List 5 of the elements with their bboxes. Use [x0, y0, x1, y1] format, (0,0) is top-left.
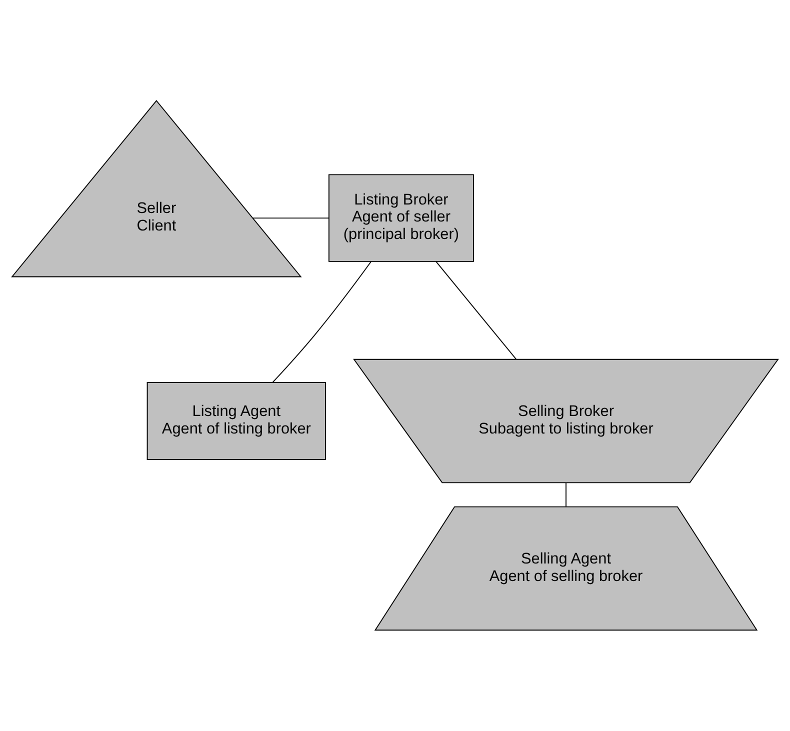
connector — [252, 218, 330, 219]
node-box: Listing Broker Agent of seller (principal broker) — [328, 174, 474, 262]
node-box: Listing Agent Agent of listing broker — [146, 382, 326, 460]
connector — [272, 261, 372, 383]
connector — [436, 261, 517, 360]
